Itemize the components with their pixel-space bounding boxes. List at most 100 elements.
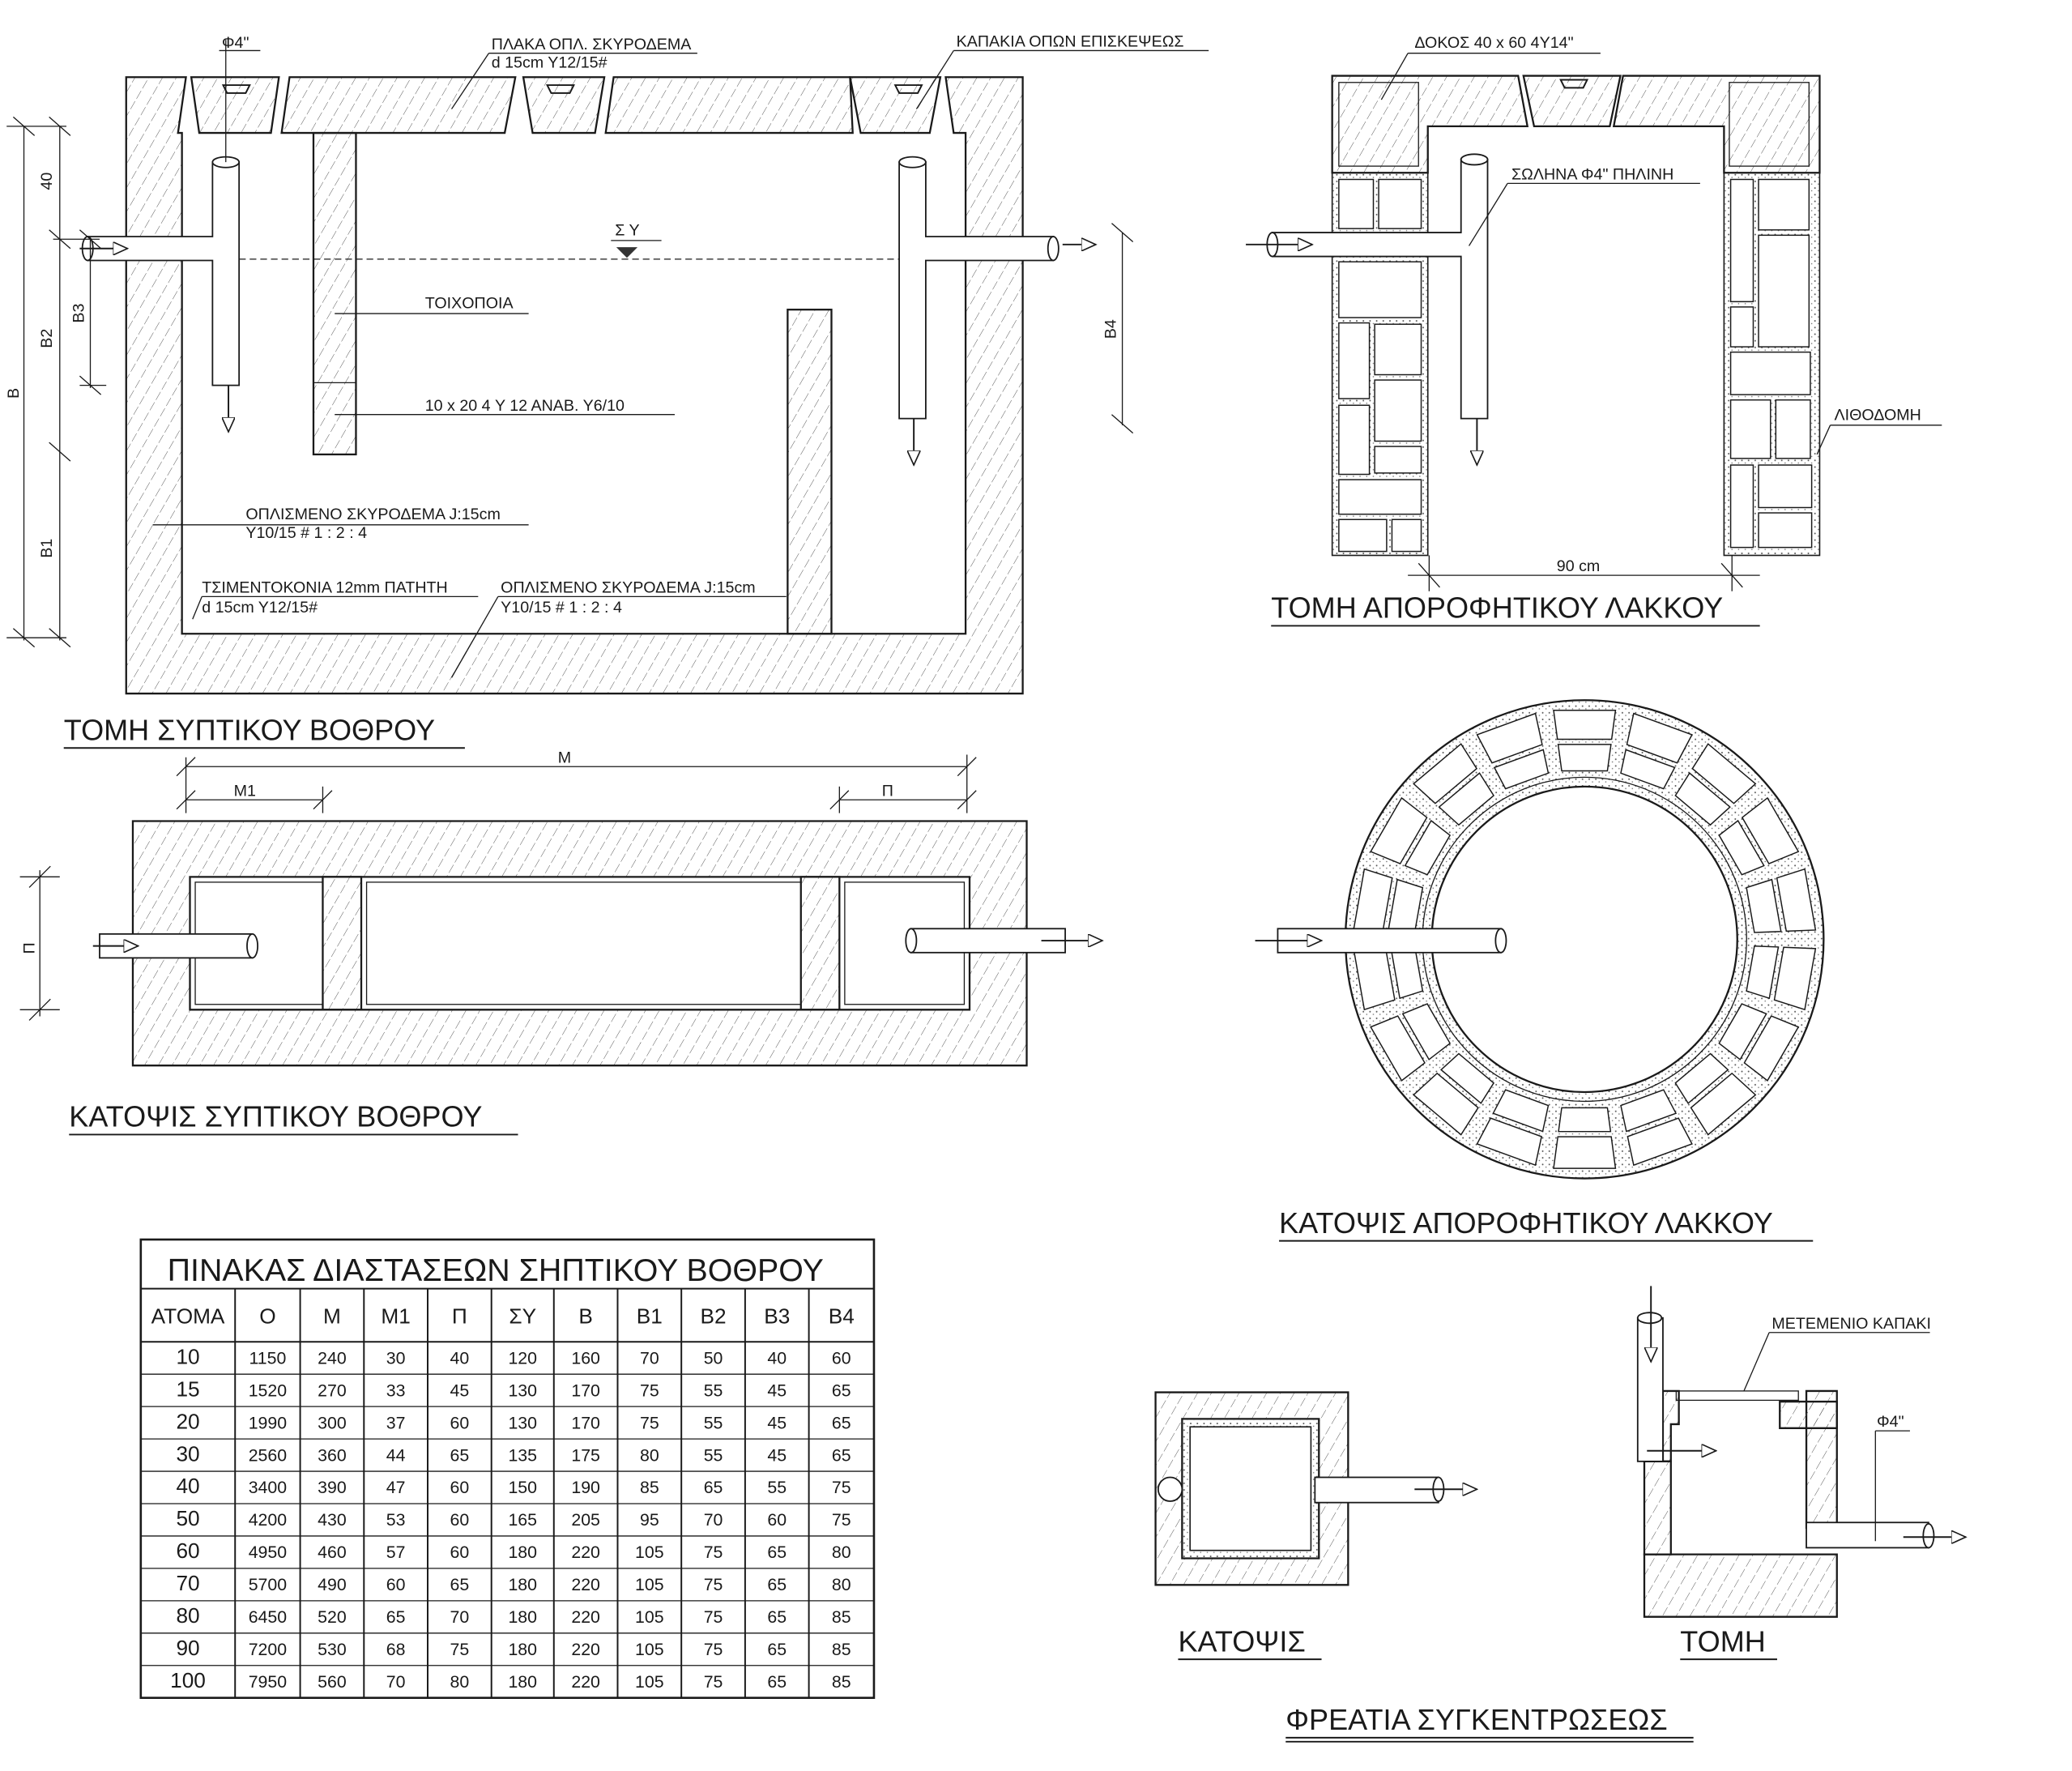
ring-stone [1557,744,1612,772]
table-cell: 10 [176,1344,199,1368]
manhole-inlet-icon [1157,1476,1183,1502]
table-cell: 430 [318,1510,347,1530]
table-cell: 95 [640,1510,659,1530]
table-cell: 220 [571,1575,600,1594]
ring-stone [1620,749,1676,790]
table-cell: 60 [450,1510,469,1530]
dim-b1: B1 [38,539,56,558]
table-cell: 75 [640,1413,659,1432]
dim-b3: B3 [70,303,87,322]
pit-plan: ΚΑΤΟΨΙΣ ΑΠΟΡΟΦΗΤΙΚΟΥ ΛΑΚΚΟΥ [1255,699,1825,1242]
ring-stone [1746,945,1780,1000]
table-cell: 60 [176,1538,199,1563]
beam-label: ΔΟΚΟΣ 40 x 60 4Y14" [1414,34,1573,52]
table-cell: 57 [386,1543,406,1562]
table-cell: 40 [767,1348,787,1368]
table-cell: 7200 [249,1640,288,1659]
table-header-cell: Β [578,1304,593,1328]
table-cell: 205 [571,1510,600,1530]
table-cell: 60 [450,1478,469,1497]
table-cell: 60 [450,1413,469,1432]
ring-stone [1476,712,1543,764]
table-cell: 75 [704,1607,723,1627]
ring-stone [1743,1015,1800,1082]
table-cell: 560 [318,1672,347,1692]
table-cell: 6450 [249,1607,288,1627]
concrete-label: ΟΠΛΙΣΜΕΝΟ ΣΚΥΡΟΔΕΜΑ J:15cm [245,506,500,523]
table-cell: 50 [704,1348,723,1368]
table-cell: 65 [832,1413,851,1432]
table-cell: 105 [635,1607,664,1627]
plan-dimensions [19,754,977,1021]
top-slab-segment [522,76,606,134]
top-slab-segment [604,76,854,134]
table-cell: 44 [386,1445,406,1465]
table-cell: 60 [386,1575,406,1594]
dim-m1: M1 [234,782,256,800]
table-cell: 37 [386,1413,406,1432]
table-cell: 68 [386,1640,406,1659]
table-cell: 460 [318,1543,347,1562]
table-cell: 60 [767,1510,787,1530]
table-cell: 75 [704,1543,723,1562]
table-cell: 270 [318,1381,347,1400]
table-cell: 170 [571,1413,600,1432]
dim-p-side: Π [21,942,39,954]
top-slab-segment [849,76,942,134]
table-cell: 100 [170,1668,206,1692]
concrete-spec-label: Y10/15 # 1 : 2 : 4 [245,524,367,542]
table-cell: 65 [767,1640,787,1659]
septic-section-title: ΤΟΜΗ ΣΥΠΤΙΚΟΥ ΒΟΘΡΟΥ [64,713,435,746]
table-cell: 80 [832,1543,851,1562]
ring-stone [1690,1072,1757,1136]
table-header-cell: ΣΥ [509,1304,536,1328]
beam-left [1338,82,1419,167]
table-cell: 85 [640,1478,659,1497]
table-cell: 4950 [249,1543,288,1562]
clay-pipe-label: ΣΩΛΗΝΑ Φ4" ΠΗΛΙΝΗ [1511,165,1673,183]
pit-width-dim: 90 cm [1557,557,1601,575]
table-cell: 7950 [249,1672,288,1692]
table-cell: 30 [176,1441,199,1466]
concrete-baffle [787,309,833,635]
table-cell: 2560 [249,1445,288,1465]
manhole-section-outlet-pipe [1806,1521,1929,1549]
table-header-cell: Β4 [829,1304,855,1328]
table-cell: 190 [571,1478,600,1497]
septic-plan: M M1 Π Π ΚΑΤΟΨΙΣ ΣΥΠΤΙΚΟΥ ΒΟΘΡΟΥ [19,749,1102,1136]
table-cell: 70 [450,1607,469,1627]
dim-b4: B4 [1102,319,1119,339]
table-cell: 220 [571,1607,600,1627]
pit-inlet-pipe [1271,158,1489,420]
table-cell: 120 [508,1348,537,1368]
table-header-cell: Β3 [764,1304,790,1328]
table-cell: 135 [508,1445,537,1465]
table-cell: 130 [508,1381,537,1400]
ring-stone [1370,1015,1426,1082]
pit-plan-title: ΚΑΤΟΨΙΣ ΑΠΟΡΟΦΗΤΙΚΟΥ ΛΑΚΚΟΥ [1279,1206,1773,1240]
ring-stone [1746,878,1782,933]
floor-spec-label: d 15cm Y12/15# [202,599,318,617]
ring-stone [1413,1072,1479,1136]
table-cell: 40 [450,1348,469,1368]
table-cell: 65 [767,1607,787,1627]
table-cell: 180 [508,1543,537,1562]
table-cell: 1990 [249,1413,288,1432]
table-cell: 70 [176,1571,199,1595]
table-cell: 4200 [249,1510,288,1530]
dim-b2: B2 [38,329,56,348]
ring-stone [1438,772,1495,826]
inlet-pipe [87,161,241,386]
stone-masonry-label: ΛΙΘΟΔΟΜΗ [1834,406,1921,424]
pit-section-title: ΤΟΜΗ ΑΠΟΡΟΦΗΤΙΚΟΥ ΛΑΚΚΟΥ [1271,591,1723,625]
table-cell: 390 [318,1478,347,1497]
cast-iron-cover [1675,1390,1799,1402]
masonry-baffle [312,131,357,456]
table-cell: 105 [635,1672,664,1692]
ring-stone [1626,1117,1693,1167]
table-cell: 65 [386,1607,406,1627]
table-cell: 165 [508,1510,537,1530]
table-cell: 30 [386,1348,406,1368]
table-cell: 160 [571,1348,600,1368]
